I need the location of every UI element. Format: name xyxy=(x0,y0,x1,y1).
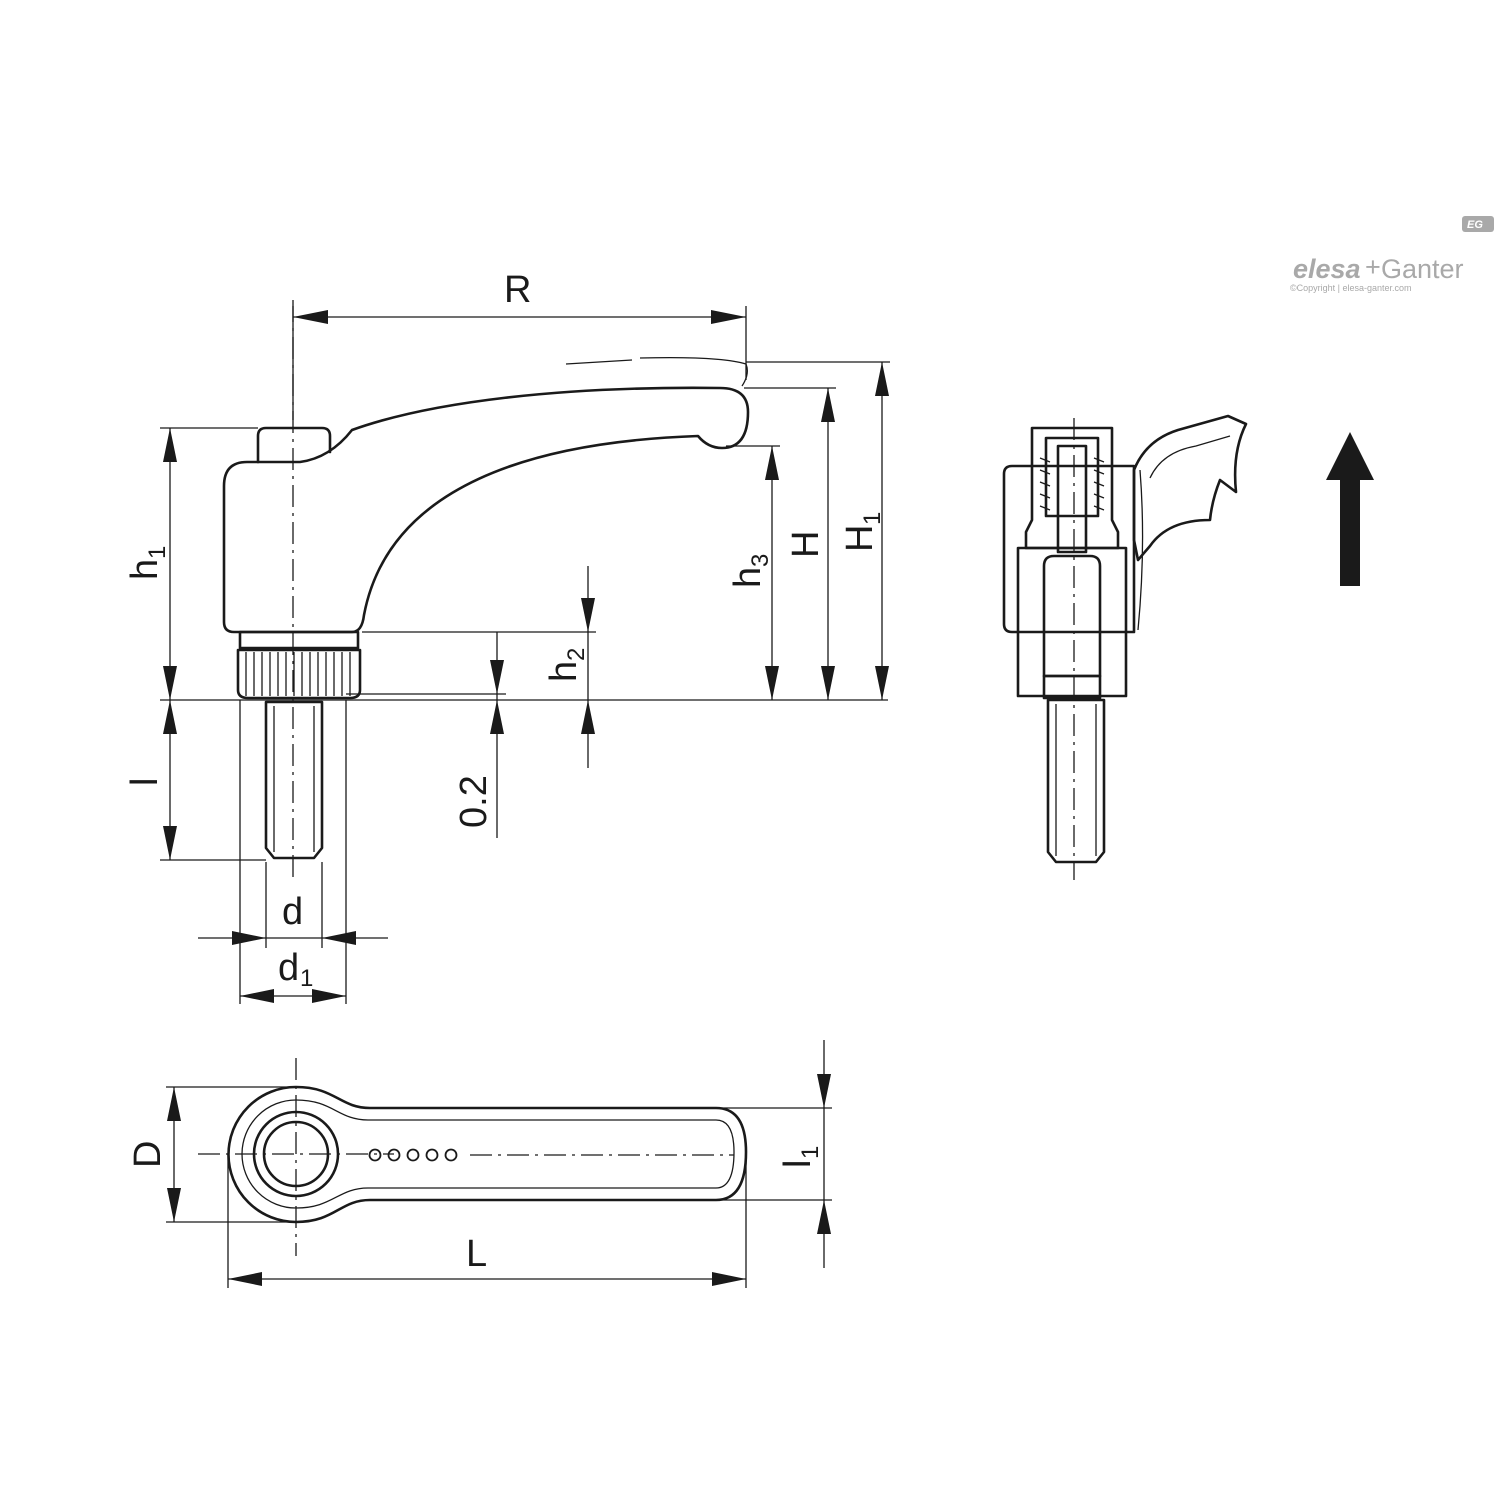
section-spring xyxy=(1039,457,1105,511)
section-inner-pin xyxy=(1056,444,1088,554)
handle-outline xyxy=(222,386,750,634)
section-arm-lower xyxy=(1137,469,1144,631)
h1-label: h xyxy=(124,559,166,580)
clearance-label: 0.2 xyxy=(453,775,495,828)
section-lower-collar xyxy=(1042,674,1102,700)
handle-arc xyxy=(639,356,748,387)
d-label: d xyxy=(282,891,303,933)
logo-brand-elesa: elesa xyxy=(1293,254,1361,284)
H-arrow-bottom xyxy=(821,666,835,700)
d1-arrow-left xyxy=(240,989,274,1003)
H1-label: H xyxy=(839,525,881,552)
section-view xyxy=(1002,414,1248,880)
h2-arrow-bottom xyxy=(581,700,595,734)
logo-brand-plus: + xyxy=(1365,252,1381,282)
section-stud xyxy=(1046,698,1106,864)
l-label: l xyxy=(124,778,166,786)
bushing-ring xyxy=(238,630,360,650)
l1-arrow-top xyxy=(817,1074,831,1108)
d1-label: d xyxy=(278,947,299,989)
h2-label: h xyxy=(543,661,585,682)
H-label: H xyxy=(785,531,827,558)
d1-arrow-right xyxy=(312,989,346,1003)
R-label: R xyxy=(504,269,531,311)
top-view-inner-outline xyxy=(241,1099,735,1209)
section-knurled-insert xyxy=(1042,554,1102,678)
section-hub-body xyxy=(1002,464,1136,634)
side-view: R h 1 l h 2 0. xyxy=(124,269,890,1004)
l-arrow-top xyxy=(163,700,177,734)
L-arrow-left xyxy=(228,1272,262,1286)
h3-arrow-top xyxy=(765,446,779,480)
L-label: L xyxy=(466,1233,487,1275)
h3-label-sub: 3 xyxy=(747,554,774,567)
logo-copyright: ©Copyright | elesa-ganter.com xyxy=(1290,283,1412,293)
H1-arrow-top xyxy=(875,362,889,396)
l1-label: l xyxy=(777,1160,819,1168)
l1-arrow-bottom xyxy=(817,1200,831,1234)
R-arrow-right xyxy=(711,310,746,324)
threaded-stud xyxy=(264,700,324,860)
adjustment-dots xyxy=(368,1148,458,1162)
d-arrow-left xyxy=(232,931,266,945)
D-arrow-top xyxy=(167,1087,181,1121)
top-view: D L l 1 xyxy=(127,1040,832,1288)
D-label: D xyxy=(127,1141,169,1168)
hub-cap-outline xyxy=(256,426,332,464)
dot-2 xyxy=(387,1148,401,1162)
section-sleeve xyxy=(1016,546,1128,698)
H1-arrow-bottom xyxy=(875,666,889,700)
h3-label: h xyxy=(727,567,769,588)
dot-5 xyxy=(444,1148,458,1162)
h3-arrow-bottom xyxy=(765,666,779,700)
d-arrow-right xyxy=(322,931,356,945)
dot-3 xyxy=(406,1148,420,1162)
H-arrow-top xyxy=(821,388,835,422)
d1-label-sub: 1 xyxy=(300,965,313,992)
up-arrow-icon xyxy=(1326,432,1374,586)
h1-arrow-bottom xyxy=(163,666,177,700)
knurled-nut xyxy=(236,648,362,700)
h2-arrow-top xyxy=(581,598,595,632)
l-arrow-bottom xyxy=(163,826,177,860)
l1-label-sub: 1 xyxy=(797,1146,824,1159)
h2-label-sub: 2 xyxy=(563,648,590,661)
R-arrow-left xyxy=(293,310,328,324)
section-arm-inner xyxy=(1149,435,1231,479)
h1-label-sub: 1 xyxy=(144,546,171,559)
dot-1 xyxy=(368,1148,382,1162)
brand-logo: elesa + Ganter EG ©Copyright | elesa-gan… xyxy=(1290,216,1494,293)
D-arrow-bottom xyxy=(167,1188,181,1222)
logo-badge xyxy=(1462,216,1494,232)
logo-badge-text: EG xyxy=(1467,219,1483,231)
section-cap-bore xyxy=(1044,436,1100,518)
h1-arrow-top xyxy=(163,428,177,462)
clearance-arrow-bottom xyxy=(490,700,504,734)
handle-arc-dash xyxy=(565,359,633,365)
clearance-arrow-top xyxy=(490,660,504,694)
section-handle-arm xyxy=(1132,414,1248,562)
H1-label-sub: 1 xyxy=(859,512,886,525)
logo-brand-ganter: Ganter xyxy=(1381,254,1464,284)
knurl-lines xyxy=(245,652,351,696)
L-arrow-right xyxy=(712,1272,746,1286)
dot-4 xyxy=(425,1148,439,1162)
